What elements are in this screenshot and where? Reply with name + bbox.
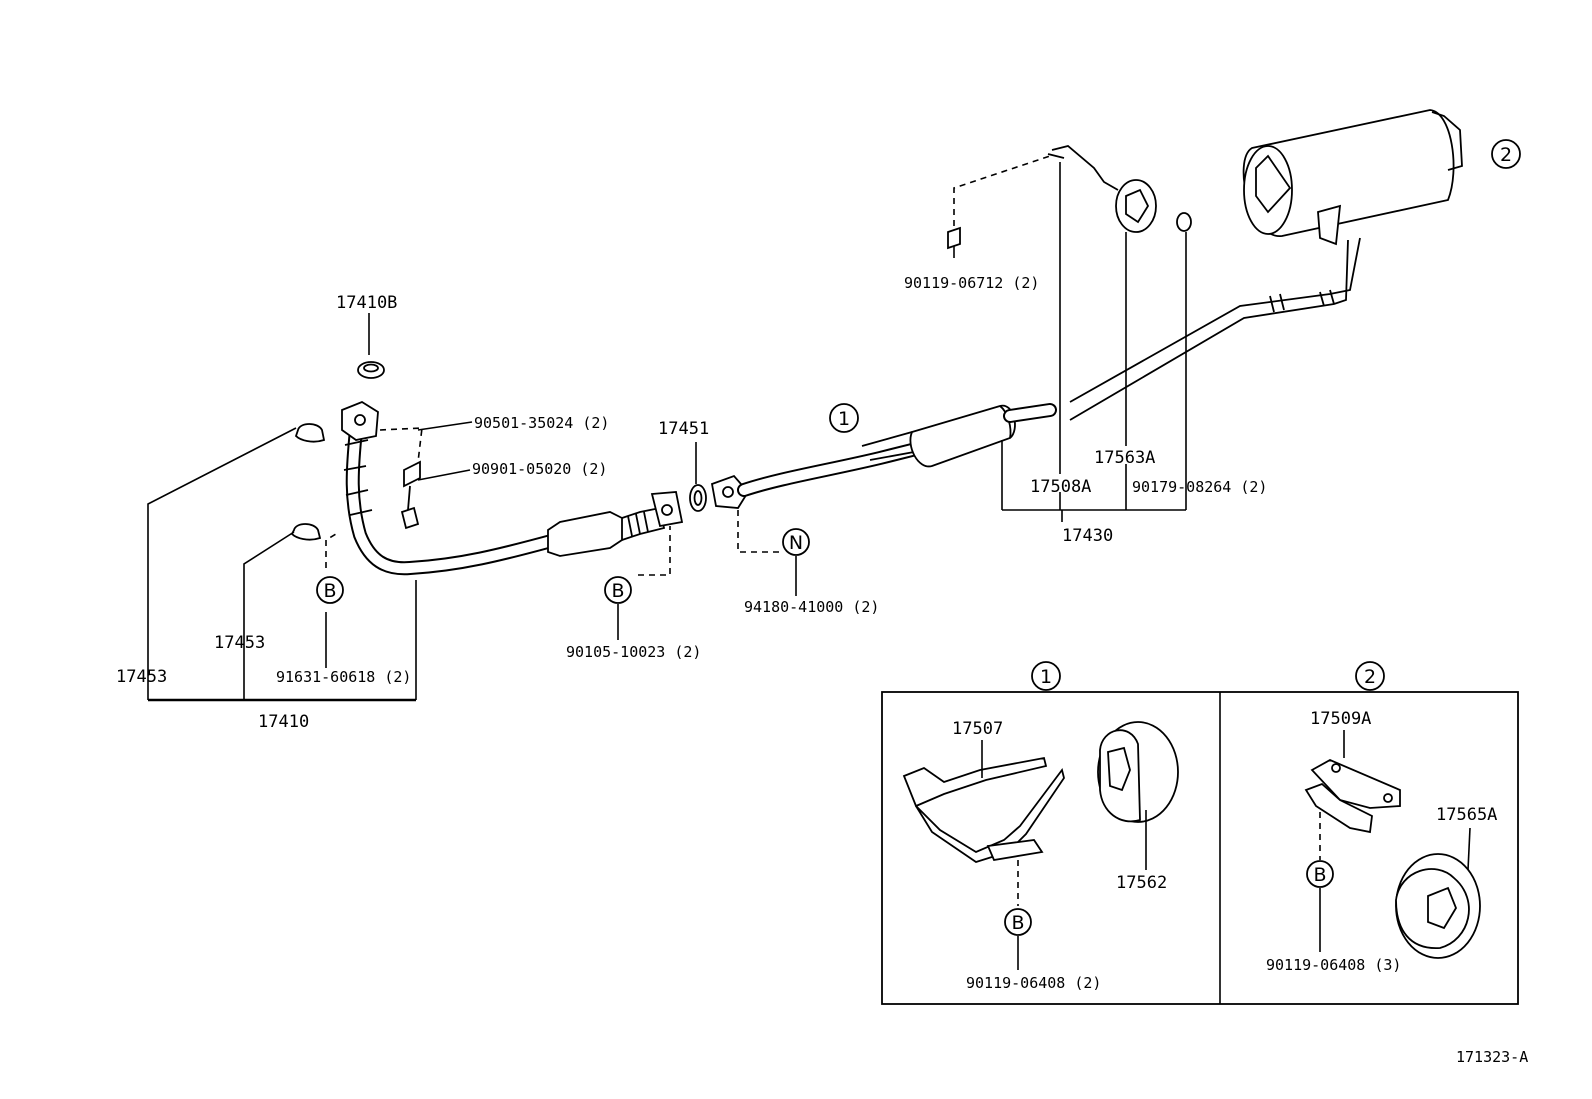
bracket-17509a [1304, 730, 1401, 860]
svg-text:1: 1 [838, 408, 850, 430]
label-90901: 90901-05020 (2) [472, 460, 607, 478]
label-17453-outer: 17453 [116, 667, 167, 687]
svg-text:B: B [611, 580, 624, 602]
center-exhaust-pipe [710, 109, 1463, 509]
label-17410b: 17410B [336, 293, 397, 313]
ref-marker-2-top: 2 [1491, 139, 1521, 169]
label-17507: 17507 [952, 719, 1003, 739]
gasket-17410b [357, 313, 385, 379]
svg-text:1: 1 [1040, 666, 1052, 688]
label-17508a: 17508A [1030, 477, 1091, 497]
label-17563a: 17563A [1094, 448, 1155, 468]
svg-text:2: 2 [1364, 666, 1376, 688]
clamp-17453-lower [290, 523, 322, 541]
bolt-marker-inset-2: B [1306, 860, 1334, 888]
hanger-rubber-17565a [1395, 827, 1481, 959]
label-17565a: 17565A [1436, 805, 1497, 825]
detail-inset-box [881, 691, 1519, 1005]
svg-text:B: B [1011, 912, 1024, 934]
label-17453-inner: 17453 [214, 633, 265, 653]
front-exhaust-pipe [341, 400, 684, 576]
bracket-17507 [902, 740, 1065, 906]
label-17562: 17562 [1116, 873, 1167, 893]
label-90119-06712: 90119-06712 (2) [904, 274, 1039, 292]
label-90179: 90179-08264 (2) [1132, 478, 1267, 496]
svg-text:N: N [789, 532, 803, 554]
gasket-17451 [689, 442, 707, 512]
label-90119-06408-3: 90119-06408 (3) [1266, 956, 1401, 974]
leader-17430 [1001, 162, 1187, 522]
svg-text:2: 2 [1500, 144, 1512, 166]
label-90105: 90105-10023 (2) [566, 643, 701, 661]
label-90501: 90501-35024 (2) [474, 414, 609, 432]
ref-marker-2-inset: 2 [1355, 661, 1385, 691]
label-17451: 17451 [658, 419, 709, 439]
leader-17410 [147, 421, 473, 702]
spring-bolt [379, 427, 423, 530]
ref-marker-1-top: 1 [829, 403, 859, 433]
label-17509a: 17509A [1310, 709, 1371, 729]
hanger-rubber-17562 [1097, 721, 1179, 870]
label-17410: 17410 [258, 712, 309, 732]
nut-marker: N [782, 528, 810, 556]
label-90119-06408-2: 90119-06408 (2) [966, 974, 1101, 992]
bolt-marker-flange: B [604, 576, 632, 604]
clamp-17453-upper [294, 423, 326, 443]
label-91631: 91631-60618 (2) [276, 668, 411, 686]
ref-marker-1-inset: 1 [1031, 661, 1061, 691]
figure-code: 171323-A [1456, 1048, 1528, 1066]
bolt-marker-inset-1: B [1004, 908, 1032, 936]
label-94180: 94180-41000 (2) [744, 598, 879, 616]
label-17430: 17430 [1062, 526, 1113, 546]
svg-text:B: B [1313, 864, 1326, 886]
leader-90105 [617, 526, 671, 640]
bolt-marker-front: B [316, 576, 344, 604]
hanger-rubber-17563a [947, 145, 1192, 258]
svg-text:B: B [323, 580, 336, 602]
leader-94180 [737, 510, 797, 596]
